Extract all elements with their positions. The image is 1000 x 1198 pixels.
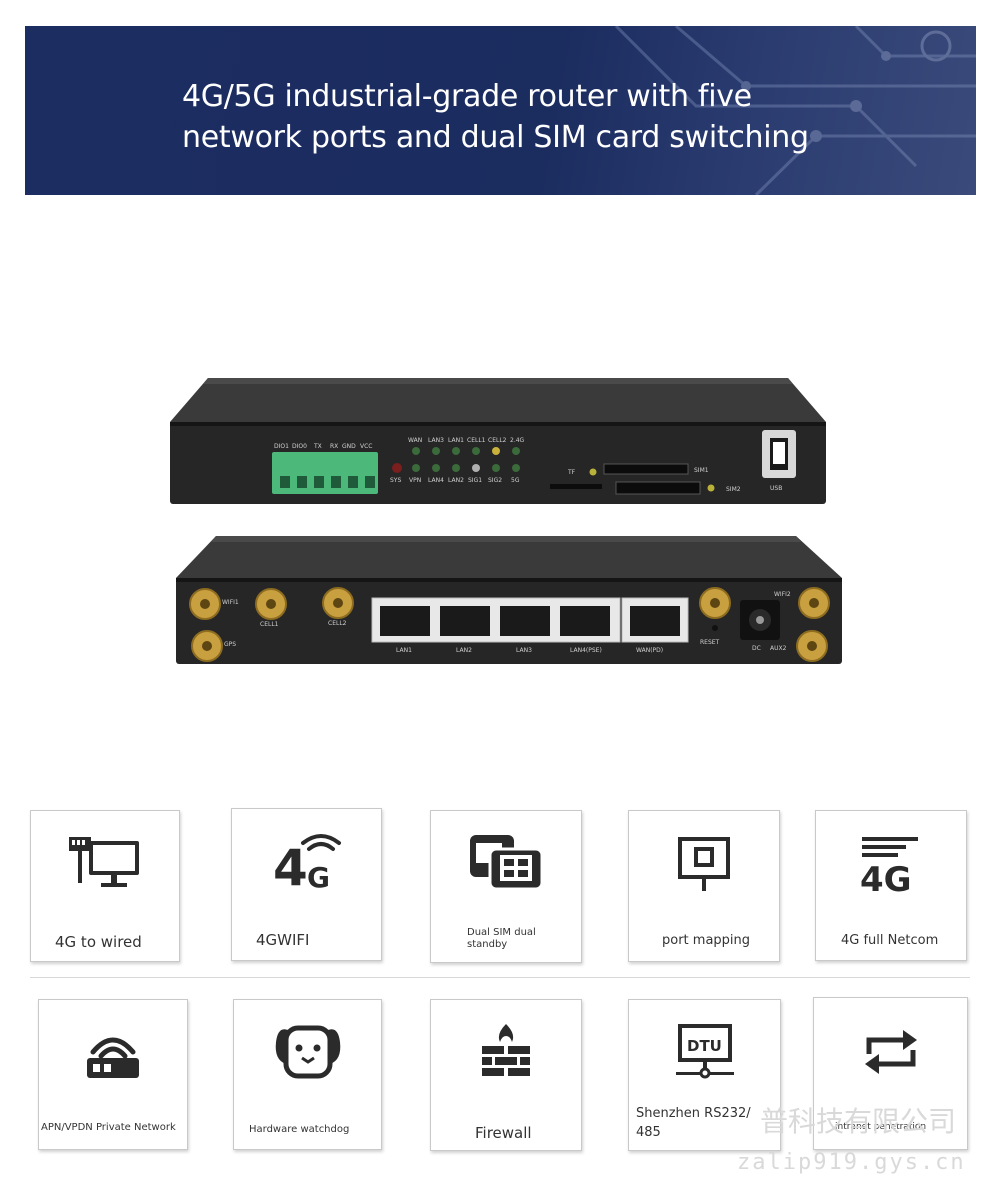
dog-face-icon (234, 1022, 381, 1092)
feature-card-intranet-penetration: intranet penetration (813, 997, 968, 1150)
sim2-label: SIM2 (726, 486, 741, 493)
sim-cards-icon (431, 833, 581, 903)
4g-signal-icon: 4G (816, 833, 966, 903)
feature-label-firewall: Firewall (475, 1124, 532, 1142)
feature-card-dual-sim: Dual SIM dual standby (430, 810, 582, 963)
antenna-label-cell1: CELL1 (260, 621, 279, 628)
led-label-cell2: CELL2 (488, 437, 507, 444)
port-label-wan-pd: WAN(PD) (636, 647, 663, 654)
led-label-sys: SYS (390, 477, 401, 484)
feature-label-rs232-485: Shenzhen RS232/ 485 (636, 1106, 751, 1140)
dtu-icon: DTU (629, 1022, 780, 1092)
svg-text:4: 4 (273, 839, 308, 895)
feature-card-port-mapping: port mapping (628, 810, 780, 962)
terminal-label-rx: RX (330, 443, 338, 450)
router-front-panel: DIO1 DIO0 TX RX GND VCC WAN LAN3 LAN1 CE… (170, 378, 826, 504)
led-label-lan3: LAN3 (428, 437, 444, 444)
feature-card-apn-vpdn: APN/VPDN Private Network (38, 999, 188, 1150)
header-banner: 4G/5G industrial-grade router with five … (25, 26, 976, 195)
feature-card-hardware-watchdog: Hardware watchdog (233, 999, 382, 1150)
sim1-label: SIM1 (694, 467, 709, 474)
computer-network-icon (31, 833, 179, 903)
feature-label-hardware-watchdog: Hardware watchdog (249, 1124, 350, 1135)
feature-row-divider (30, 977, 970, 978)
feature-label-4g-wifi: 4GWIFI (256, 931, 310, 949)
feature-card-firewall: Firewall (430, 999, 582, 1151)
port-label-lan1: LAN1 (396, 647, 412, 654)
led-label-lan4: LAN4 (428, 477, 444, 484)
dc-label: DC (752, 645, 761, 652)
tf-slot-label: TF (567, 469, 576, 476)
terminal-label-dio1: DIO1 (274, 443, 289, 450)
led-label-cell1: CELL1 (467, 437, 486, 444)
led-label-2-4g: 2.4G (510, 437, 525, 444)
feature-label-4g-full-netcom: 4G full Netcom (841, 933, 939, 948)
feature-card-4g-to-wired: 4G to wired (30, 810, 180, 962)
banner-title-line1: 4G/5G industrial-grade router with five (182, 79, 752, 114)
circuit-board-decoration (614, 26, 976, 195)
reset-label: RESET (700, 639, 720, 646)
usb-label: USB (770, 485, 782, 492)
firewall-icon (431, 1022, 581, 1092)
port-label-lan3: LAN3 (516, 647, 532, 654)
led-label-sig1: SIG1 (468, 477, 482, 484)
led-label-vpn: VPN (409, 477, 421, 484)
led-label-5g: 5G (511, 477, 520, 484)
terminal-label-dio0: DIO0 (292, 443, 307, 450)
feature-card-rs232-485: DTU Shenzhen RS232/ 485 (628, 999, 781, 1151)
led-label-lan1: LAN1 (448, 437, 464, 444)
antenna-label-wifi2: WIFI2 (774, 591, 791, 598)
watermark-url: zalip919.gys.cn (737, 1150, 966, 1175)
feature-label-4g-to-wired: 4G to wired (55, 933, 142, 951)
led-label-wan: WAN (408, 437, 422, 444)
terminal-label-gnd: GND (342, 443, 356, 450)
antenna-label-wifi1: WIFI1 (222, 599, 239, 606)
feature-card-4g-full-netcom: 4G 4G full Netcom (815, 810, 967, 961)
banner-title: 4G/5G industrial-grade router with five … (182, 76, 882, 158)
led-label-lan2: LAN2 (448, 477, 464, 484)
port-label-lan2: LAN2 (456, 647, 472, 654)
transfer-arrows-icon (814, 1020, 967, 1090)
feature-card-4g-wifi: 4 G 4GWIFI (231, 808, 382, 961)
terminal-label-vcc: VCC (360, 443, 372, 450)
watermark-company: 普科技有限公司 (760, 1105, 957, 1138)
svg-text:4G: 4G (860, 860, 912, 897)
port-mapping-icon (629, 833, 779, 903)
svg-text:G: G (307, 861, 330, 894)
router-rear-panel: WIFI1 GPS CELL1 CELL2 WIFI2 AUX2 LAN1 LA… (176, 536, 842, 664)
feature-label-intranet-penetration: intranet penetration (835, 1122, 927, 1132)
feature-label-apn-vpdn: APN/VPDN Private Network (41, 1122, 176, 1133)
led-label-sig2: SIG2 (488, 477, 502, 484)
4g-wifi-icon: 4 G (232, 831, 381, 901)
antenna-label-aux2: AUX2 (770, 645, 787, 652)
terminal-label-tx: TX (313, 443, 322, 450)
banner-title-line2: network ports and dual SIM card switchin… (182, 120, 809, 155)
port-label-lan4-pse: LAN4(PSE) (570, 647, 602, 654)
antenna-label-gps: GPS (224, 641, 236, 648)
dtu-icon-text: DTU (687, 1037, 722, 1055)
feature-label-dual-sim: Dual SIM dual standby (467, 927, 536, 950)
feature-label-port-mapping: port mapping (662, 933, 751, 948)
router-wifi-icon (39, 1022, 187, 1092)
antenna-label-cell2: CELL2 (328, 620, 347, 627)
